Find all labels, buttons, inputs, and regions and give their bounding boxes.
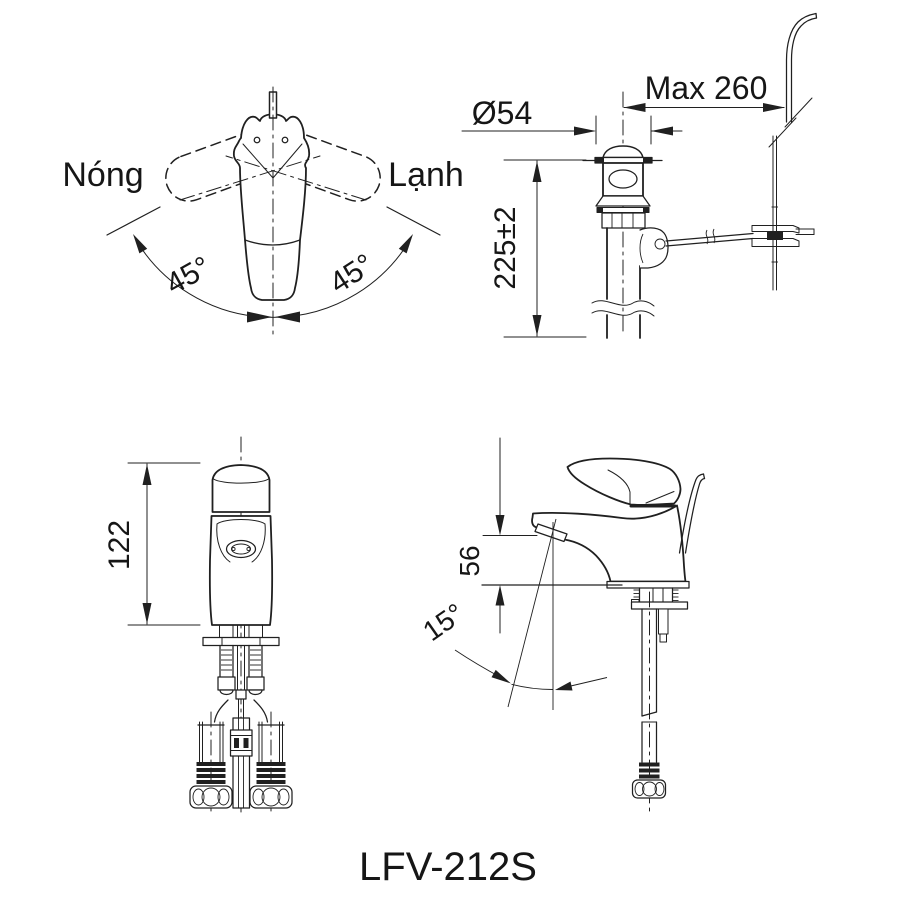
pivot-housing bbox=[639, 227, 669, 269]
side-hose-connector bbox=[631, 779, 667, 799]
supply-hose-left bbox=[189, 711, 233, 813]
front-height-dimension: 122 bbox=[103, 462, 201, 626]
pipe-break-wave-1 bbox=[591, 300, 655, 307]
drain-height-label: 225±2 bbox=[489, 206, 522, 289]
mounting-washer bbox=[202, 636, 280, 647]
center-right-arrowhead bbox=[275, 311, 300, 323]
pivot-rod-top bbox=[665, 232, 754, 242]
arc-right-arrowhead bbox=[398, 234, 413, 254]
right-angle-boundary bbox=[386, 206, 441, 236]
front-height-label: 122 bbox=[103, 520, 136, 570]
hose-curve-right bbox=[253, 699, 269, 723]
handle-rotation-top-view: 45° 45° Nóng Lạnh bbox=[62, 86, 464, 338]
spout-collar bbox=[216, 519, 266, 525]
faucet-front-view: 122 bbox=[103, 436, 293, 813]
stud-nut-left bbox=[217, 676, 236, 691]
spout-angle-label: 15° bbox=[417, 597, 469, 647]
front-handle-cap bbox=[211, 464, 271, 513]
lever-front-face bbox=[607, 469, 631, 504]
left-axis-centerline bbox=[179, 155, 321, 201]
lift-rod bbox=[768, 12, 818, 291]
drain-locknut bbox=[601, 212, 646, 229]
pivot-rod-bottom bbox=[665, 237, 754, 247]
right-axis-centerline bbox=[225, 155, 367, 201]
popup-rod-assembly bbox=[229, 717, 253, 809]
spout-angle-dimension: 15° bbox=[417, 518, 608, 710]
hose-connector-left bbox=[189, 785, 233, 809]
rod-clamp bbox=[229, 729, 253, 757]
flange-cap-right bbox=[643, 157, 652, 163]
side-aerator bbox=[534, 523, 568, 543]
side-supply-pipe bbox=[631, 608, 669, 799]
stud-threads bbox=[221, 649, 261, 671]
side-lift-rod bbox=[678, 473, 706, 554]
band-cap-left bbox=[597, 207, 603, 213]
drain-dome bbox=[602, 145, 644, 159]
center-left-arrowhead bbox=[247, 311, 272, 323]
arc-left-arrowhead bbox=[133, 234, 148, 254]
left-angle-label: 45° bbox=[161, 250, 217, 301]
handle-body-outline bbox=[232, 113, 311, 301]
flange-cap-left bbox=[595, 157, 604, 163]
diameter-dimension: Ø54 bbox=[461, 95, 683, 145]
side-body-outline bbox=[531, 504, 687, 583]
spout-height-dimension: 56 bbox=[454, 437, 623, 634]
spout-height-label: 56 bbox=[454, 545, 485, 576]
angle-arc bbox=[135, 239, 411, 318]
drain-height-dimension: 225±2 bbox=[489, 159, 587, 338]
handle-waist-line bbox=[244, 239, 301, 246]
front-body-outline bbox=[208, 515, 274, 626]
right-angle-label: 45° bbox=[324, 248, 380, 300]
side-shank bbox=[630, 587, 689, 610]
rod-coupling bbox=[235, 689, 247, 700]
overflow-hole bbox=[608, 169, 638, 189]
rod-break-1 bbox=[784, 97, 813, 128]
drain-skirt bbox=[595, 195, 651, 207]
cold-label: Lạnh bbox=[388, 156, 464, 194]
stud-nut-right bbox=[246, 676, 265, 691]
faucet-side-view: 56 15° bbox=[417, 437, 706, 813]
cap-inner-curve bbox=[213, 478, 269, 484]
hot-label: Nóng bbox=[62, 156, 143, 194]
diameter-label: Ø54 bbox=[472, 95, 532, 131]
pivot-ball bbox=[654, 238, 666, 250]
max-reach-label: Max 260 bbox=[645, 70, 768, 106]
hose-curve-left bbox=[213, 699, 229, 723]
band-cap-right bbox=[643, 207, 649, 213]
deck-washer bbox=[630, 601, 689, 610]
front-mounting-hardware bbox=[202, 624, 280, 723]
max-reach-dimension: Max 260 bbox=[623, 70, 785, 112]
handle-dot-left bbox=[253, 136, 261, 144]
drain-band bbox=[596, 207, 650, 213]
pipe-break-wave-2 bbox=[591, 310, 655, 317]
popup-rod-stub bbox=[658, 608, 669, 635]
lever-inner-line bbox=[645, 491, 675, 504]
drain-upper-body bbox=[602, 162, 644, 197]
left-angle-boundary bbox=[106, 206, 161, 236]
aerator-outer bbox=[225, 539, 257, 559]
pop-up-drain-view: Ø54 Max 260 225±2 bbox=[461, 12, 818, 339]
model-label: LFV-212S bbox=[359, 845, 537, 889]
clevis-clamp bbox=[751, 225, 815, 247]
supply-hose-right bbox=[249, 711, 293, 813]
handle-dot-right bbox=[281, 136, 289, 144]
